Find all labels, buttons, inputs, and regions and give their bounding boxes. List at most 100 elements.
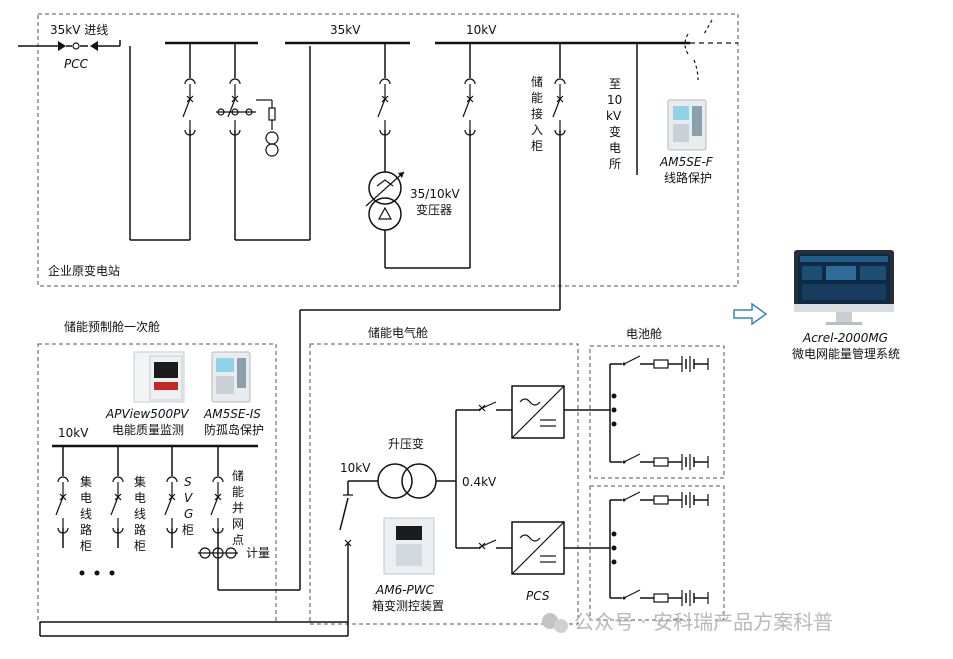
meter-ct-icon — [225, 547, 237, 559]
electrical-cabin-boundary — [309, 343, 579, 625]
breaker-icon — [552, 78, 566, 136]
battery-string — [610, 589, 709, 606]
svg-text:V: V — [184, 491, 193, 505]
am5se-is-desc: 防孤岛保护 — [204, 422, 264, 437]
substation-boundary — [37, 13, 739, 287]
ct-icon — [231, 108, 239, 116]
ct-icon — [245, 108, 253, 116]
ellipsis-dot — [94, 570, 100, 576]
svg-text:路: 路 — [80, 522, 92, 537]
apview-desc: 电能质量监测 — [112, 423, 184, 437]
pcc-arrow-icon — [90, 41, 98, 51]
step-up-label: 升压变 — [388, 436, 424, 451]
battery-string — [610, 491, 709, 508]
ems-desc: 微电网能量管理系统 — [792, 346, 900, 361]
feeder-label-grid-point: 储 能 并 网 点 — [232, 468, 244, 547]
primary-bus-label: 10kV — [58, 426, 89, 440]
svg-text:集: 集 — [134, 474, 146, 489]
step-up-winding-icon — [401, 463, 437, 499]
ems-section: Acrel-2000MG 微电网能量管理系统 — [733, 250, 900, 361]
wechat-icon — [542, 613, 558, 629]
incoming-arrow-icon — [58, 41, 66, 51]
meter-ct-icon — [199, 547, 211, 559]
feeder-label-1: 集 电 线 路 柜 — [80, 474, 92, 553]
battery-string — [610, 355, 709, 372]
pt-icon — [265, 143, 279, 157]
am6-pwc-desc: 箱变测控装置 — [372, 598, 444, 613]
svg-text:路: 路 — [134, 522, 146, 537]
fuse-icon — [653, 593, 669, 603]
svg-text:电: 电 — [80, 491, 92, 505]
svg-text:柜: 柜 — [182, 523, 194, 537]
svg-text:入: 入 — [531, 123, 543, 137]
breaker-icon — [55, 476, 69, 534]
ems-name: Acrel-2000MG — [802, 331, 888, 345]
svg-text:柜: 柜 — [80, 539, 92, 553]
svg-text:能: 能 — [531, 91, 543, 105]
am5se-f-desc: 线路保护 — [664, 170, 712, 185]
svg-text:电: 电 — [609, 141, 621, 155]
breaker-icon — [210, 476, 224, 534]
pcs-converter-icon — [511, 521, 565, 575]
svg-text:至: 至 — [609, 77, 621, 91]
battery-cabin-upper — [589, 345, 725, 479]
svg-text:集: 集 — [80, 474, 92, 489]
pcs-converter-icon — [511, 385, 565, 439]
svg-text:S: S — [184, 475, 192, 489]
am5se-f-device — [667, 99, 707, 151]
apview500pv-device — [133, 351, 185, 403]
svg-text:kV: kV — [606, 109, 622, 123]
battery-section: 电池舱 — [589, 327, 725, 621]
fuse-icon — [653, 359, 669, 369]
bus-35kv-label: 35kV — [330, 23, 361, 37]
to-substation-label: 至 10 kV 变 电 所 — [606, 77, 622, 171]
pcc-label: PCC — [64, 57, 89, 71]
incoming-35kv-label: 35kV 进线 — [50, 23, 108, 37]
am6-pwc-device — [383, 517, 435, 575]
fuse-icon — [268, 107, 276, 121]
svg-text:所: 所 — [609, 157, 621, 171]
ct-icon — [217, 108, 225, 116]
am5se-is-name: AM5SE-IS — [203, 407, 261, 421]
feeder-label-2: 集 电 线 路 柜 — [134, 474, 146, 553]
battery-cabin-title: 电池舱 — [626, 327, 662, 341]
ellipsis-dot — [79, 570, 85, 576]
meter-ct-icon — [212, 547, 224, 559]
am6-pwc-name: AM6-PWC — [375, 583, 435, 597]
transformer-ratio: 35/10kV — [410, 187, 461, 201]
arrow-right-icon — [733, 302, 768, 326]
transformer-winding-icon — [368, 197, 402, 231]
transformer-label: 变压器 — [416, 202, 452, 217]
am5se-is-device — [211, 351, 251, 403]
breaker-icon — [462, 78, 476, 136]
svg-text:变: 变 — [609, 124, 621, 139]
breaker-icon — [110, 476, 124, 534]
svg-text:储: 储 — [531, 74, 543, 89]
svg-text:并: 并 — [232, 501, 244, 515]
electrical-bus-label: 10kV — [340, 461, 371, 475]
breaker-icon — [164, 476, 178, 534]
pcs-label: PCS — [526, 589, 550, 603]
watermark-text: 公众号 · 安科瑞产品方案科普 — [574, 610, 833, 634]
watermark: 公众号 · 安科瑞产品方案科普 — [542, 610, 833, 634]
pcc-node-icon — [72, 42, 80, 50]
bus-10kv-label: 10kV — [466, 23, 497, 37]
svg-text:能: 能 — [232, 485, 244, 499]
svg-text:点: 点 — [232, 533, 244, 547]
substation-section: 企业原变电站 35kV 进线 PCC 35kV 10kV — [18, 13, 739, 310]
breaker-icon — [227, 78, 241, 136]
svg-text:G: G — [184, 507, 193, 521]
lv-label: 0.4kV — [462, 475, 497, 489]
electrical-cabin-section: 储能电气舱 升压变 10kV 0.4kV — [39, 325, 610, 637]
battery-cabin-lower — [589, 485, 725, 621]
feeder-label-svg: S V G 柜 — [182, 475, 194, 537]
svg-text:线: 线 — [134, 507, 146, 521]
apview-name: APView500PV — [105, 407, 189, 421]
pt-icon — [265, 131, 279, 145]
fuse-icon — [653, 495, 669, 505]
svg-text:电: 电 — [134, 491, 146, 505]
fuse-icon — [653, 457, 669, 467]
primary-cabin-boundary — [37, 343, 277, 623]
primary-cabin-title: 储能预制舱一次舱 — [64, 319, 160, 334]
